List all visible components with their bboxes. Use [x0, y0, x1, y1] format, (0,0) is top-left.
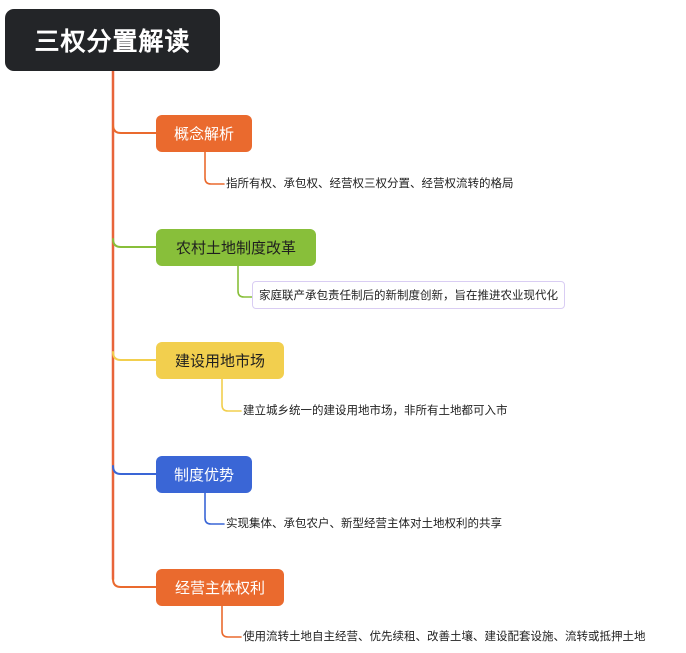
branch-connector-4: [112, 578, 157, 588]
branch-connector-2: [112, 351, 157, 361]
branch-topic-concept[interactable]: 概念解析: [156, 115, 252, 152]
note-connector-4: [221, 605, 242, 638]
branch-topic-land-reform[interactable]: 农村土地制度改革: [156, 229, 316, 266]
branch-connector-1: [112, 238, 157, 248]
branch-topic-system-advantage[interactable]: 制度优势: [156, 456, 252, 493]
branch-topic-operator-rights[interactable]: 经营主体权利: [156, 569, 284, 606]
branch-note-land-market: 建立城乡统一的建设用地市场，非所有土地都可入市: [243, 403, 508, 417]
branch-note-operator-rights: 使用流转土地自主经营、优先续租、改善土壤、建设配套设施、流转或抵押土地: [243, 629, 646, 643]
note-connector-1: [237, 265, 253, 298]
note-connector-3: [204, 492, 225, 525]
branch-note-concept: 指所有权、承包权、经营权三权分置、经营权流转的格局: [226, 176, 514, 190]
note-connector-0: [204, 151, 225, 185]
root-topic[interactable]: 三权分置解读: [5, 9, 220, 71]
branch-connector-3: [112, 465, 157, 475]
branch-connector-0: [112, 124, 157, 134]
branch-topic-land-market[interactable]: 建设用地市场: [156, 342, 284, 379]
note-connector-2: [221, 378, 242, 412]
branch-note-land-reform: 家庭联产承包责任制后的新制度创新，旨在推进农业现代化: [252, 281, 565, 309]
branch-note-system-advantage: 实现集体、承包农户、新型经营主体对土地权利的共享: [226, 516, 502, 530]
